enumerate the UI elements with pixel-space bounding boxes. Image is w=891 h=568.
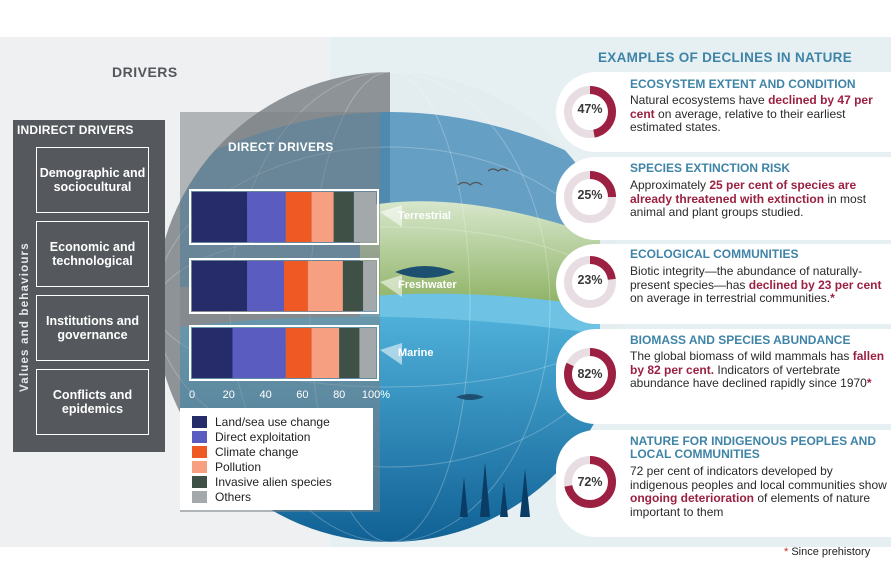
- legend-item: Land/sea use change: [192, 414, 330, 429]
- card-title: ECOSYSTEM EXTENT AND CONDITION: [630, 77, 856, 91]
- bar-segment: [333, 192, 354, 242]
- x-tick-label: 20: [223, 389, 235, 401]
- realm-label-marine: Marine: [398, 347, 434, 359]
- realm-label-freshwater: Freshwater: [398, 279, 457, 291]
- card-body: 72 per cent of indicators developed by i…: [630, 464, 887, 519]
- bar-segment: [284, 261, 308, 311]
- card-title: ECOLOGICAL COMMUNITIES: [630, 247, 799, 261]
- bar-frame: [189, 258, 379, 314]
- ring-fill: [564, 256, 616, 308]
- indirect-driver-conflicts: Conflicts and epidemics: [36, 369, 149, 435]
- x-tick-label: 0: [189, 389, 195, 401]
- ring-percent: 47%: [577, 102, 603, 116]
- card-title: SPECIES EXTINCTION RISK: [630, 161, 791, 175]
- bar-segment: [342, 261, 364, 311]
- card-body: The global biomass of wild mammals has f…: [630, 349, 885, 390]
- declines-title: EXAMPLES OF DECLINES IN NATURE: [598, 50, 853, 65]
- card-title: NATURE FOR INDIGENOUS PEOPLES AND LOCAL …: [630, 434, 877, 461]
- bar-segment: [192, 261, 248, 311]
- legend-item: Pollution: [192, 459, 262, 474]
- legend-label: Pollution: [215, 459, 262, 474]
- decline-rings: [564, 86, 616, 508]
- bar-segment: [311, 192, 334, 242]
- bar-segment: [285, 192, 312, 242]
- bar-segment: [307, 261, 343, 311]
- bar-segment: [363, 261, 376, 311]
- indirect-drivers-title: INDIRECT DRIVERS: [17, 123, 134, 137]
- ring-percent: 25%: [577, 188, 603, 202]
- legend-swatch: [192, 490, 207, 503]
- card-title: BIOMASS AND SPECIES ABUNDANCE: [630, 333, 851, 347]
- drivers-title: DRIVERS: [112, 64, 178, 80]
- legend-swatch: [192, 415, 207, 428]
- legend-item: Direct exploitation: [192, 429, 311, 444]
- indirect-driver-institutions: Institutions and governance: [36, 295, 149, 361]
- bar-frame: [189, 325, 379, 381]
- x-tick-label: 40: [259, 389, 271, 401]
- legend-swatch: [192, 475, 207, 488]
- direct-drivers-title: DIRECT DRIVERS: [228, 140, 334, 154]
- bar-segment: [192, 328, 233, 378]
- indirect-driver-demographic: Demographic and sociocultural: [36, 147, 149, 213]
- bar-segment: [247, 261, 284, 311]
- ring-percent: 23%: [577, 273, 603, 287]
- x-tick-label: 60: [296, 389, 308, 401]
- legend-label: Others: [215, 489, 252, 504]
- x-tick-label: 80: [333, 389, 345, 401]
- legend-swatch: [192, 445, 207, 458]
- bar-segment: [247, 192, 286, 242]
- bar-segment: [232, 328, 286, 378]
- legend-label: Climate change: [215, 444, 299, 459]
- bar-frame: [189, 189, 379, 245]
- ring-fill: [564, 86, 616, 138]
- legend-swatch: [192, 460, 207, 473]
- bar-segment: [285, 328, 312, 378]
- bar-segment: [311, 328, 340, 378]
- direct-drivers-chart: 0 20 40 60 80 100%: [189, 189, 390, 401]
- x-tick-label: 100%: [362, 389, 390, 401]
- legend-label: Land/sea use change: [215, 414, 330, 429]
- ring-fill: [564, 456, 616, 508]
- bar-segment: [359, 328, 376, 378]
- card-body: Approximately 25 per cent of species are…: [630, 178, 867, 219]
- ring-percent: 72%: [577, 475, 603, 489]
- footnote: * Since prehistory: [784, 546, 871, 558]
- legend-item: Others: [192, 489, 252, 504]
- indirect-driver-economic: Economic and technological: [36, 221, 149, 287]
- card-body: Biotic integrity—the abundance of natura…: [630, 264, 882, 305]
- chart-legend: Land/sea use change Direct exploitation …: [180, 408, 373, 510]
- legend-label: Direct exploitation: [215, 429, 311, 444]
- ring-fill: [564, 171, 616, 223]
- legend-item: Climate change: [192, 444, 299, 459]
- ring-percent: 82%: [577, 367, 603, 381]
- ring-fill: [564, 348, 616, 400]
- realm-label-terrestrial: Terrestrial: [398, 210, 451, 222]
- legend-swatch: [192, 430, 207, 443]
- legend-item: Invasive alien species: [192, 474, 332, 489]
- card-body: Natural ecosystems have declined by 47 p…: [630, 93, 873, 134]
- legend-label: Invasive alien species: [215, 474, 332, 489]
- values-and-behaviours-label: Values and behaviours: [19, 242, 31, 392]
- bar-segment: [192, 192, 248, 242]
- bar-segment: [353, 192, 376, 242]
- bar-segment: [339, 328, 360, 378]
